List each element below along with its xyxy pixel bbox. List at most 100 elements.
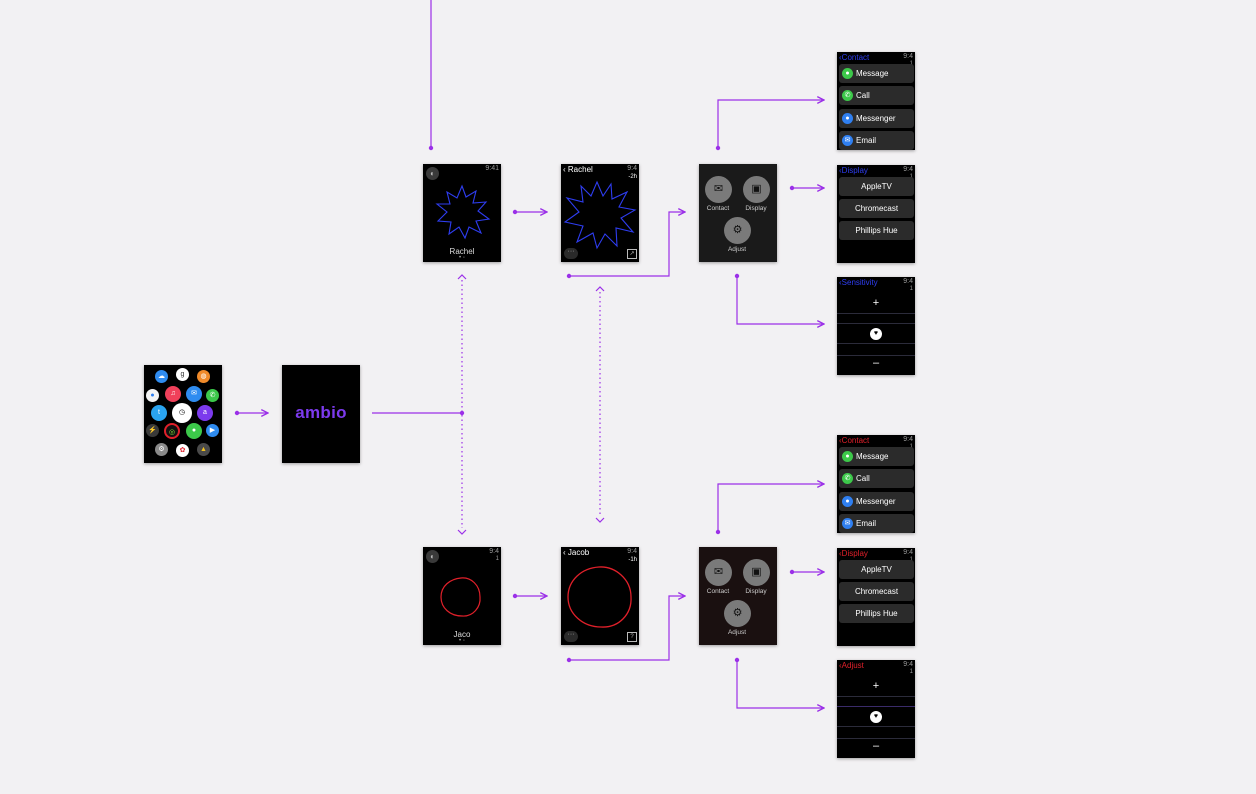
photos-app-icon[interactable]: ✿: [176, 444, 189, 457]
option-label: Call: [856, 91, 870, 100]
detail-screen-rachel[interactable]: ‹ Rachel 9:4 -2h ··· ↗: [561, 164, 639, 262]
back-button[interactable]: ‹Contact: [839, 436, 870, 445]
time-label: 9:4: [489, 548, 499, 555]
contact-option-message[interactable]: ●Message: [839, 447, 914, 466]
messenger-icon: ●: [842, 496, 853, 507]
twitter-app-icon[interactable]: t: [151, 405, 167, 421]
contact-menu-label: Contact: [706, 588, 730, 595]
connector-dot: [789, 569, 795, 575]
time-label: 9:4: [627, 165, 637, 172]
back-button[interactable]: ‹Sensitivity: [839, 278, 878, 287]
contact-option-email[interactable]: ✉Email: [839, 514, 914, 533]
mail-app-icon[interactable]: ✉: [186, 386, 202, 402]
contact-option-call[interactable]: ✆Call: [839, 469, 914, 488]
increase-button[interactable]: +: [872, 297, 880, 309]
display-option-appletv[interactable]: AppleTV: [839, 177, 914, 196]
display-option-appletv[interactable]: AppleTV: [839, 560, 914, 579]
menu-screen-rachel: ✉ Contact ▣ Display ⚙ Adjust: [699, 164, 777, 262]
connector-menu-to-sensitivity-blue: [736, 276, 824, 324]
back-button[interactable]: ‹Contact: [839, 53, 870, 62]
lightning-app-icon[interactable]: ⚡: [146, 424, 159, 437]
globe-app-icon[interactable]: ◍: [197, 370, 210, 383]
display-option-phillips-hue[interactable]: Phillips Hue: [839, 604, 914, 623]
option-label: Call: [856, 474, 870, 483]
help-icon[interactable]: ?: [627, 632, 637, 642]
contact-menu-label: Contact: [706, 205, 730, 212]
back-button[interactable]: ‹Display: [839, 166, 868, 175]
detail-screen-jacob[interactable]: ‹ Jacob 9:4 -1h ··· ?: [561, 547, 639, 645]
back-button[interactable]: ‹ Rachel: [563, 165, 593, 174]
email-icon: ✉: [842, 135, 853, 146]
display-screen-blue: ‹Display 9:4 1 AppleTV Chromecast Philli…: [837, 165, 915, 263]
swipe-arrow-down-home: [457, 529, 467, 535]
adjust-menu-label: Adjust: [727, 629, 747, 636]
subtitle-label: 1: [909, 286, 913, 292]
adjust-menu-icon[interactable]: ⚙: [724, 217, 751, 244]
decrease-button[interactable]: –: [872, 357, 880, 369]
splash-screen: ambio: [282, 365, 360, 463]
home-screen-jacob[interactable]: ◐ 9:4 1 Jaco • ◦: [423, 547, 501, 645]
more-button[interactable]: ···: [564, 631, 578, 642]
remote-app-icon[interactable]: ▶: [206, 424, 219, 437]
back-button[interactable]: ‹Adjust: [839, 661, 864, 670]
back-button[interactable]: ‹ Jacob: [563, 548, 590, 557]
phone-app-icon[interactable]: ✆: [206, 389, 219, 402]
ambio-app-icon[interactable]: a: [197, 405, 213, 421]
option-label: Message: [856, 69, 889, 78]
connector-dot: [566, 273, 572, 279]
adjust-menu-icon[interactable]: ⚙: [724, 600, 751, 627]
messages-app-icon[interactable]: ●: [186, 423, 202, 439]
connector-dot: [715, 145, 721, 151]
contact-menu-icon[interactable]: ✉: [705, 176, 732, 203]
elapsed-label: -2h: [628, 174, 637, 180]
clock-app-icon[interactable]: ◷: [172, 403, 192, 423]
contact-menu-icon[interactable]: ✉: [705, 559, 732, 586]
phone-icon: ✆: [842, 473, 853, 484]
heart-icon[interactable]: ♥: [870, 328, 882, 340]
time-label: 9:4: [903, 549, 913, 556]
watch-app-grid-screen: ☁ g ◍ ● ♫ ✉ ✆ t ◷ a ⚡ ◎ ● ▶ ⚙ ✿ ▲: [144, 365, 222, 463]
contact-option-message[interactable]: ●Message: [839, 64, 914, 83]
display-option-chromecast[interactable]: Chromecast: [839, 582, 914, 601]
display-menu-icon[interactable]: ▣: [743, 176, 770, 203]
weather-app-icon[interactable]: ☁: [155, 370, 168, 383]
swipe-arrow-down-detail: [595, 517, 605, 523]
contact-option-call[interactable]: ✆Call: [839, 86, 914, 105]
heart-icon[interactable]: ♥: [870, 711, 882, 723]
activity-app-icon[interactable]: ◎: [164, 423, 180, 439]
email-icon: ✉: [842, 518, 853, 529]
display-option-chromecast[interactable]: Chromecast: [839, 199, 914, 218]
maps-app-icon[interactable]: ●: [146, 389, 159, 402]
display-menu-label: Display: [745, 588, 767, 595]
contact-screen-red: ‹Contact 9:4 1 ●Message ✆Call ●Messenger…: [837, 435, 915, 533]
option-label: Message: [856, 452, 889, 461]
display-option-phillips-hue[interactable]: Phillips Hue: [839, 221, 914, 240]
phone-icon: ✆: [842, 90, 853, 101]
sensitivity-screen-blue: ‹Sensitivity 9:4 1 + ♥ –: [837, 277, 915, 375]
increase-button[interactable]: +: [872, 680, 880, 692]
display-screen-red: ‹Display 9:4 1 AppleTV Chromecast Philli…: [837, 548, 915, 646]
decrease-button[interactable]: –: [872, 740, 880, 752]
more-button[interactable]: ···: [564, 248, 578, 259]
option-label: Email: [856, 136, 877, 145]
settings-app-icon[interactable]: ⚙: [155, 443, 168, 456]
connector-dot: [734, 657, 740, 663]
palette-icon[interactable]: ◐: [426, 167, 439, 180]
page-dots: • ◦: [459, 255, 465, 261]
music-app-icon[interactable]: ♫: [165, 386, 181, 402]
menu-screen-jacob: ✉ Contact ▣ Display ⚙ Adjust: [699, 547, 777, 645]
home-screen-rachel[interactable]: ◐ 9:41 Rachel • ◦: [423, 164, 501, 262]
stocks-app-icon[interactable]: ▲: [197, 443, 210, 456]
display-menu-icon[interactable]: ▣: [743, 559, 770, 586]
contact-option-messenger[interactable]: ●Messenger: [839, 492, 914, 511]
ambient-blob-blue: [435, 184, 491, 240]
g-app-icon[interactable]: g: [176, 368, 189, 381]
message-icon: ●: [842, 451, 853, 462]
contact-option-email[interactable]: ✉Email: [839, 131, 914, 150]
expand-icon[interactable]: ↗: [627, 249, 637, 259]
subtitle-label: 1: [495, 556, 499, 562]
level-line: [837, 343, 915, 344]
back-button[interactable]: ‹Display: [839, 549, 868, 558]
palette-icon[interactable]: ◐: [426, 550, 439, 563]
contact-option-messenger[interactable]: ●Messenger: [839, 109, 914, 128]
